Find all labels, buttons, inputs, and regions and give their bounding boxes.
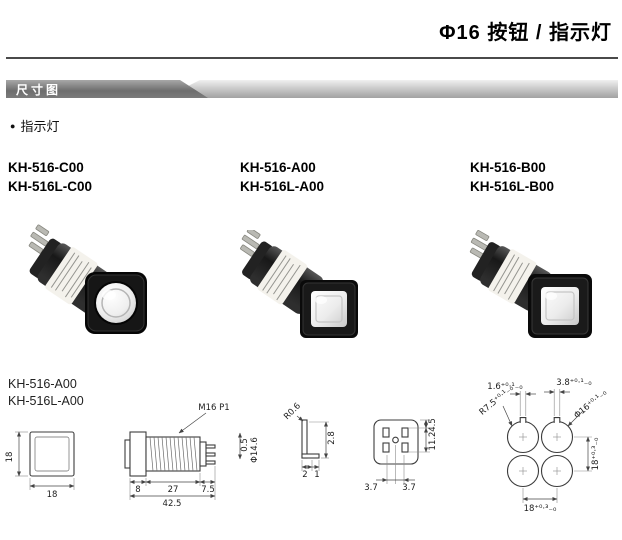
body-label-band xyxy=(257,250,308,305)
button-bezel-square xyxy=(300,280,358,338)
terminal-pins xyxy=(469,230,490,260)
dim-bezel-depth-label: 8 xyxy=(135,485,140,495)
model-name: KH-516L-C00 xyxy=(8,179,93,194)
dim-lens-dia-label: Φ14.6 xyxy=(250,437,260,463)
terminal-pins xyxy=(240,230,261,257)
model-label-c00: KH-516-C00 KH-516L-C00 xyxy=(8,158,92,196)
dim-terminal-depth-label: 2.8 xyxy=(327,431,337,445)
ribbon-head xyxy=(6,80,208,98)
drawing-model-line1: KH-516-A00 xyxy=(8,377,77,391)
dimension-drawings: 18 18 M16 P1 xyxy=(5,378,610,514)
drawing-model-line2: KH-516L-A00 xyxy=(8,394,84,408)
rear-view: 4.5 11.2 3.7 3.7 xyxy=(364,418,438,493)
dim-pitch-horizontal-label: 18⁺⁰·³₋₀ xyxy=(524,504,557,514)
dim-front-width-label: 18 xyxy=(47,490,58,500)
product-photo-square-a xyxy=(240,230,358,338)
dim-notch-width-label: 1.6⁺⁰·¹₋₀ xyxy=(487,382,523,392)
title-divider xyxy=(6,57,618,59)
section-label: 尺寸图 xyxy=(16,83,62,97)
bullet-icon: ● xyxy=(10,121,16,131)
dim-notch-span-label: 3.8⁺⁰·¹₋₀ xyxy=(556,378,592,388)
product-photo-square-b xyxy=(469,230,592,338)
dim-total-length-label: 42.5 xyxy=(163,499,182,509)
product-photo-round xyxy=(28,224,147,334)
model-name: KH-516-A00 xyxy=(240,160,316,175)
section-ribbon: 尺寸图 xyxy=(6,80,618,98)
dim-terminal-w1-label: 2 xyxy=(302,470,307,480)
dim-thread-label: M16 P1 xyxy=(198,403,229,413)
front-view: 18 18 xyxy=(5,431,75,500)
body-label-band xyxy=(45,247,98,305)
dim-rear-pitch2-label: 3.7 xyxy=(402,483,416,493)
terminal-detail-view: R0.6 2.8 2 1 xyxy=(282,401,337,480)
page-title: Φ16 按钮 / 指示灯 xyxy=(439,22,612,44)
dim-body-length-label: 27 xyxy=(168,485,179,495)
button-bezel-square-wide xyxy=(528,274,592,338)
dim-rear-pitch1-label: 3.7 xyxy=(364,483,378,493)
dim-pitch-vertical-label: 18⁺⁰·³₋₀ xyxy=(591,437,601,470)
dim-rear-offset-label: 4.5 xyxy=(428,418,438,432)
dim-terminal-length-label: 7.5 xyxy=(201,485,215,495)
model-name: KH-516-C00 xyxy=(8,160,84,175)
model-label-b00: KH-516-B00 KH-516L-B00 xyxy=(470,158,554,196)
dim-rear-height-label: 11.2 xyxy=(428,432,438,451)
dim-bend-radius-label: R0.6 xyxy=(282,401,303,422)
model-label-a00: KH-516-A00 KH-516L-A00 xyxy=(240,158,324,196)
dim-front-height-label: 18 xyxy=(5,452,15,463)
dim-terminal-w2-label: 1 xyxy=(314,470,319,480)
model-name: KH-516-B00 xyxy=(470,160,546,175)
dim-terminal-thickness-label: 0.5 xyxy=(240,438,250,452)
center-marks xyxy=(519,433,561,475)
subsection-heading: ● 指示灯 xyxy=(10,116,59,135)
model-name: KH-516L-A00 xyxy=(240,179,325,194)
subsection-label: 指示灯 xyxy=(20,119,60,134)
model-name: KH-516L-B00 xyxy=(470,179,555,194)
side-view: M16 P1 8 27 7.5 42.5 0.5 Φ14.6 xyxy=(124,403,260,509)
ribbon-tail xyxy=(164,80,618,98)
drawing-model-label: KH-516-A00 KH-516L-A00 xyxy=(8,376,84,410)
thread-hatching xyxy=(149,436,198,472)
button-bezel-round xyxy=(85,272,147,334)
panel-cutout-view: 1.6⁺⁰·¹₋₀ 3.8⁺⁰·¹₋₀ R7.5⁺⁰·¹₋₀ Φ16⁺⁰·¹₋₀… xyxy=(478,378,610,514)
